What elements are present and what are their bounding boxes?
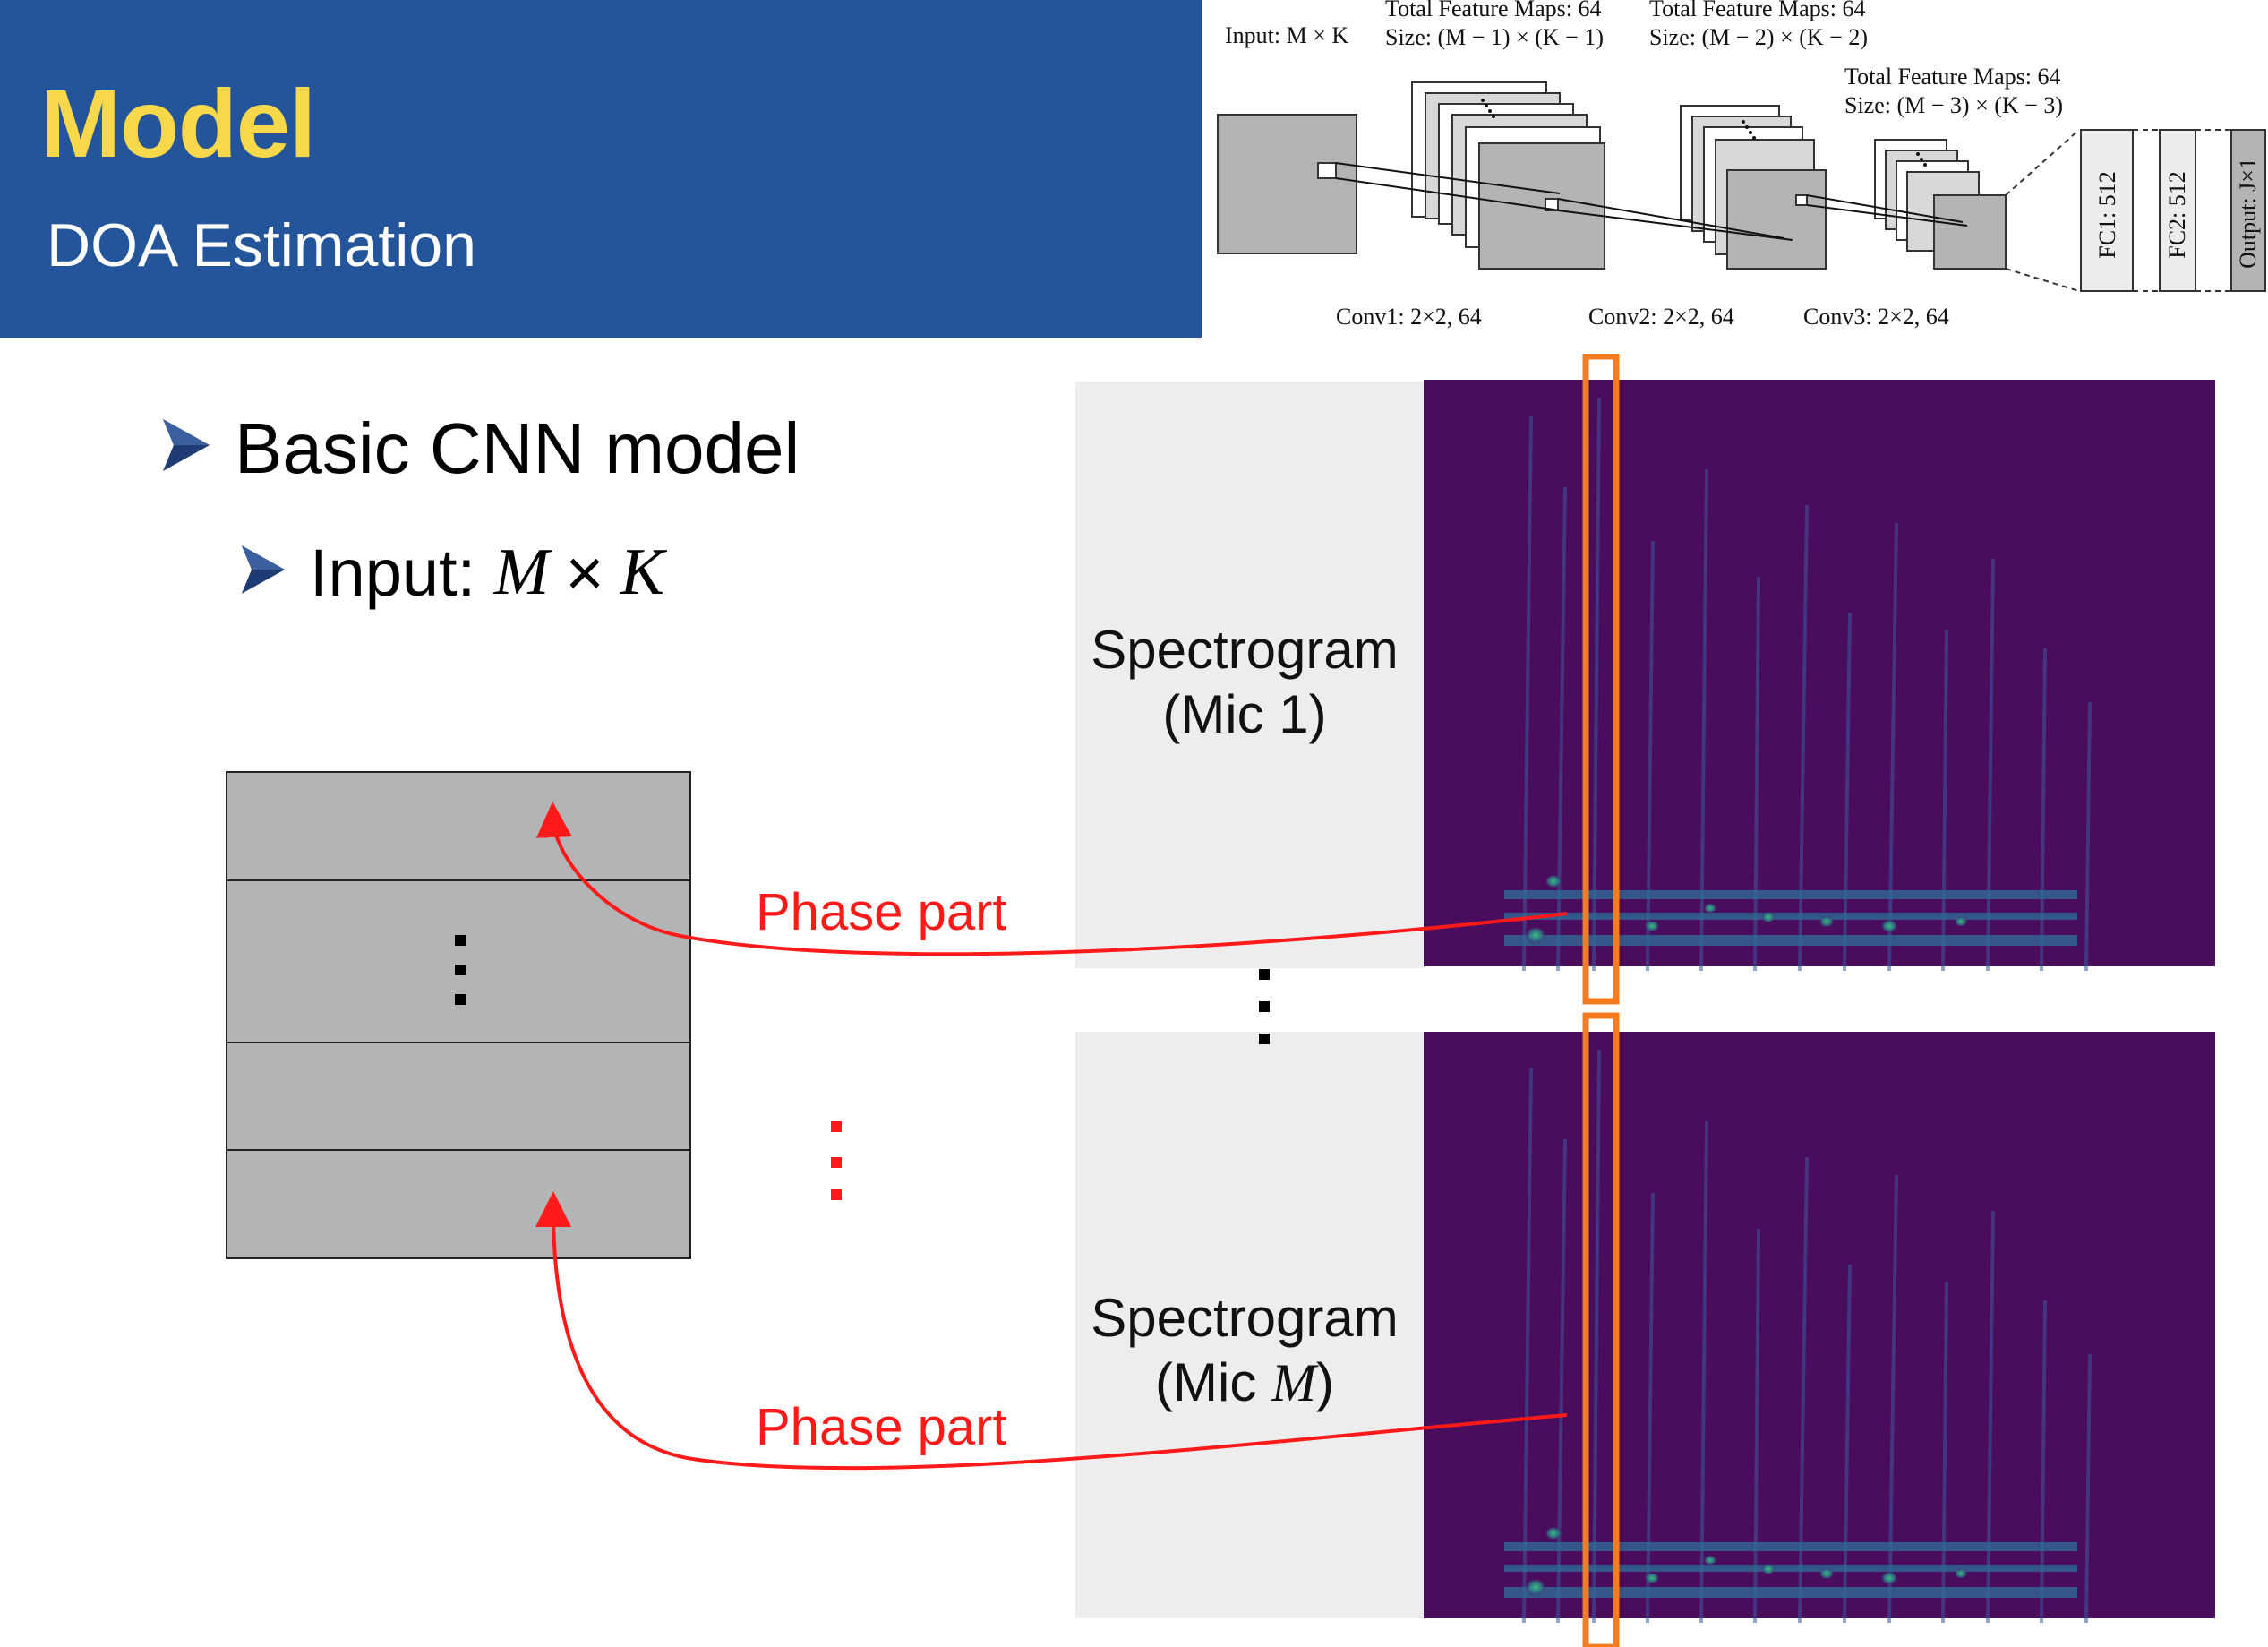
spectrogram-label-line1: Spectrogram xyxy=(1091,620,1399,680)
slide-subtitle: DOA Estimation xyxy=(47,211,476,279)
red-vertical-ellipsis xyxy=(831,1121,842,1200)
cnn-architecture-graphic: FC1: 512 FC2: 512 Output: J×1 xyxy=(1217,81,2266,292)
spectrogram-micM-image xyxy=(1422,1030,2217,1625)
spectrogram-label-panel-top xyxy=(1075,382,1425,968)
bullet-text: Basic CNN model xyxy=(235,408,800,488)
conv3-size-label: Size: (M − 3) × (K − 3) xyxy=(1844,92,2064,118)
highlight-column-top xyxy=(1582,353,1620,1005)
bullet-input-size: Input: M × K xyxy=(240,535,664,611)
spectrogram-label-line2: (Mic M) xyxy=(1155,1352,1334,1412)
conv1-size-label: Size: (M − 1) × (K − 1) xyxy=(1385,24,1605,50)
spectrogram-label-line1: Spectrogram xyxy=(1091,1288,1399,1348)
header-band xyxy=(0,0,1202,338)
fc2-label: FC2: 512 xyxy=(2164,171,2190,259)
math-m: M xyxy=(493,536,550,609)
conv3-maps-label: Total Feature Maps: 64 xyxy=(1844,64,2061,90)
phase-part-label-top: Phase part xyxy=(756,883,1007,941)
conv2-maps-label: Total Feature Maps: 64 xyxy=(1649,0,1866,21)
math-k: K xyxy=(620,536,664,609)
conv1-maps-label: Total Feature Maps: 64 xyxy=(1385,0,1602,21)
highlight-column-bottom xyxy=(1582,1012,1620,1647)
conv2-caption: Conv2: 2×2, 64 xyxy=(1588,304,1734,330)
cnn-architecture-diagram: FC1: 512 FC2: 512 Output: J×1 Input: M ×… xyxy=(1202,0,2268,354)
phase-part-label-bottom: Phase part xyxy=(756,1398,1007,1456)
phase-arrow-bottom xyxy=(535,1191,1568,1471)
conv2-size-label: Size: (M − 2) × (K − 2) xyxy=(1649,24,1869,50)
fc1-label: FC1: 512 xyxy=(2094,171,2120,259)
arrowhead-bullet-icon xyxy=(161,407,211,490)
math-times: × xyxy=(565,536,604,610)
conv1-caption: Conv1: 2×2, 64 xyxy=(1336,304,1482,330)
cnn-input-label: Input: M × K xyxy=(1225,22,1349,48)
spectrogram-label-micM: Spectrogram (Mic M) xyxy=(1070,1286,1419,1415)
input-matrix xyxy=(226,771,691,1259)
spectrogram-mic1-image xyxy=(1422,378,2217,973)
slide-title: Model xyxy=(40,69,316,177)
spectrogram-label-mic1: Spectrogram (Mic 1) xyxy=(1070,618,1419,747)
bullet-basic-cnn: Basic CNN model xyxy=(161,407,800,490)
spectrogram-vertical-ellipsis xyxy=(1259,969,1270,1044)
matrix-vertical-ellipsis xyxy=(455,935,466,1005)
spectrogram-label-panel-bottom xyxy=(1075,1032,1425,1618)
output-label: Output: J×1 xyxy=(2235,158,2261,269)
arrowhead-bullet-icon xyxy=(240,535,287,611)
phase-arrow-top xyxy=(535,802,1568,956)
bullet-label: Input: xyxy=(310,536,476,610)
conv3-caption: Conv3: 2×2, 64 xyxy=(1803,304,1949,330)
spectrogram-label-line2: (Mic 1) xyxy=(1162,684,1327,744)
